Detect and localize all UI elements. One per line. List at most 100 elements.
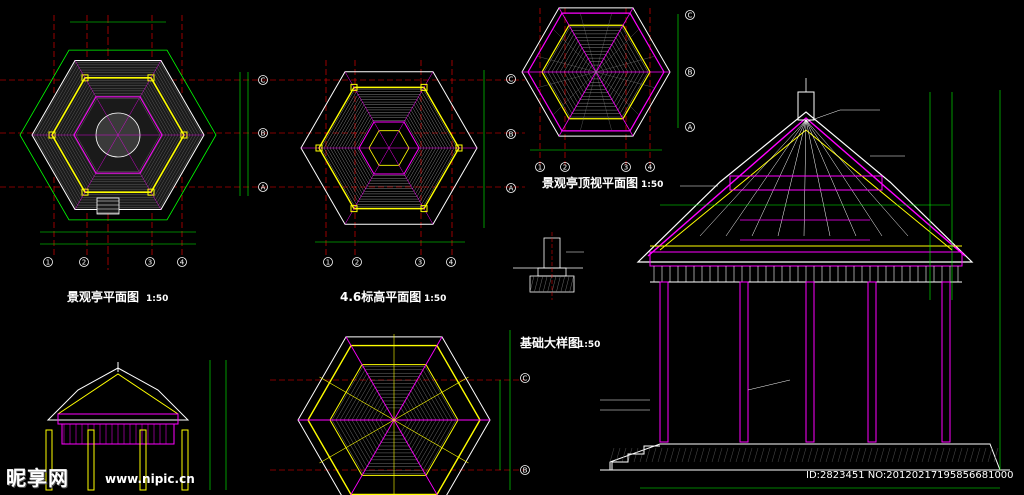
elevation-roof-rib bbox=[777, 119, 807, 237]
plan-axis-number bbox=[177, 257, 187, 267]
foundation-hatch bbox=[556, 275, 561, 293]
elevation-base-hatch bbox=[753, 447, 759, 463]
elevation-base-hatch bbox=[813, 447, 819, 463]
elevation-roof-rib bbox=[805, 119, 909, 237]
plan-column bbox=[147, 188, 155, 196]
elevation-roof-rib bbox=[699, 119, 807, 237]
roof-axis-number-label: 3 bbox=[624, 164, 628, 172]
level-column bbox=[315, 144, 323, 152]
roof-axis-number bbox=[645, 162, 655, 172]
plan-radial-line bbox=[74, 60, 119, 136]
elevation-base-hatch bbox=[939, 447, 945, 463]
elevation-base-hatch bbox=[993, 447, 999, 463]
plan-scale: 1:50 bbox=[146, 294, 168, 304]
roof-rafter bbox=[595, 71, 639, 115]
roof-rafter bbox=[580, 71, 597, 130]
level-axis-letter-label: A bbox=[509, 185, 514, 193]
elevation-base-hatch bbox=[687, 447, 693, 463]
plan-axis-letter-label: B bbox=[261, 130, 266, 138]
elevation-base-hatch bbox=[693, 447, 699, 463]
framing-common-rafter bbox=[393, 419, 469, 464]
roof-rafter bbox=[553, 29, 597, 73]
framing-axis-letter bbox=[520, 373, 530, 383]
elevation-column bbox=[867, 281, 877, 443]
elevation-base-hatch bbox=[609, 447, 615, 463]
elevation-base-hatch bbox=[621, 447, 627, 463]
roof-ridge-line bbox=[595, 71, 634, 137]
elevation-roof-rib bbox=[805, 119, 831, 237]
roof-axis-number-label: 2 bbox=[563, 164, 567, 172]
watermark-brand: 昵享网 bbox=[6, 466, 69, 490]
level-axis-number bbox=[323, 257, 333, 267]
elevation-base-hatch bbox=[897, 447, 903, 463]
elevation-base-hatch bbox=[747, 447, 753, 463]
level-axis-letter bbox=[506, 74, 516, 84]
roof-plan-scale: 1:50 bbox=[641, 180, 663, 190]
plan-axis-number bbox=[79, 257, 89, 267]
elevation-base-hatch bbox=[951, 447, 957, 463]
roof-axis-letter-label: A bbox=[688, 124, 693, 132]
roof-framing-plan-drawing: CB bbox=[297, 330, 530, 495]
level-axis-letter-label: B bbox=[509, 131, 514, 139]
elevation-base-hatch bbox=[975, 447, 981, 463]
elevation-base-hatch bbox=[915, 447, 921, 463]
level-column bbox=[350, 205, 358, 213]
elevation-base-hatch bbox=[669, 447, 675, 463]
roof-axis-number bbox=[621, 162, 631, 172]
elevation-base-hatch bbox=[891, 447, 897, 463]
roof-axis-letter-label: B bbox=[688, 69, 693, 77]
small-elevation-roof bbox=[46, 367, 190, 421]
roof-axis-letter bbox=[685, 122, 695, 132]
foundation-scale: 1:50 bbox=[578, 340, 600, 350]
roof-rafter bbox=[595, 71, 612, 130]
elevation-base-hatch bbox=[657, 447, 663, 463]
plan-axis-number-label: 1 bbox=[46, 259, 50, 267]
elevation-roof-rafter bbox=[647, 117, 966, 257]
roof-axis-letter-label: C bbox=[688, 12, 693, 20]
roof-rafter bbox=[595, 56, 654, 73]
plan-axis-letter bbox=[258, 128, 268, 138]
framing-hip-rafter bbox=[393, 336, 443, 421]
elevation-base-hatch bbox=[843, 447, 849, 463]
elevation-base-hatch bbox=[807, 447, 813, 463]
watermark-url: www.nipic.cn bbox=[105, 472, 195, 486]
roof-rafter bbox=[595, 29, 639, 73]
plan-dimension-hexagon bbox=[19, 49, 217, 221]
elevation-roof-rib bbox=[725, 119, 807, 237]
foundation-hatch bbox=[529, 275, 535, 293]
level-axis-number-label: 3 bbox=[418, 259, 422, 267]
elevation-base-hatch bbox=[921, 447, 927, 463]
elevation-base-hatch bbox=[963, 447, 969, 463]
level-axis-number-label: 1 bbox=[326, 259, 330, 267]
roof-rafter bbox=[595, 14, 612, 73]
elevation-base-hatch bbox=[759, 447, 765, 463]
plan-axis-letter bbox=[258, 75, 268, 85]
elevation-base-hatch bbox=[741, 447, 747, 463]
roof-axis-letter bbox=[685, 67, 695, 77]
foundation-hatch bbox=[534, 275, 539, 293]
elevation-base-hatch bbox=[639, 447, 645, 463]
roof-rafter bbox=[538, 56, 597, 73]
pavilion-elevation-drawing bbox=[600, 78, 1010, 489]
foundation-hatch bbox=[569, 275, 574, 293]
small-elevation-column bbox=[139, 429, 147, 491]
roof-ridge-line bbox=[558, 71, 597, 137]
plan-column bbox=[81, 188, 89, 196]
elevation-base-hatch bbox=[789, 447, 795, 463]
plan-radial-line bbox=[117, 60, 162, 136]
elevation-base-platform bbox=[609, 443, 1001, 471]
small-elevation-rafter bbox=[57, 373, 179, 415]
image-id-text: ID:2823451 NO:20120217195856681000 bbox=[806, 470, 1014, 481]
plan-axis-letter bbox=[258, 182, 268, 192]
framing-axis-letter-label: B bbox=[523, 467, 528, 475]
roof-axis-number-label: 4 bbox=[648, 164, 653, 172]
foundation-hatch bbox=[547, 275, 552, 293]
elevation-base-hatch bbox=[981, 447, 987, 463]
level-column bbox=[420, 205, 428, 213]
plan-axis-number-label: 3 bbox=[148, 259, 152, 267]
framing-hip-rafter bbox=[350, 419, 395, 495]
elevation-base-hatch bbox=[987, 447, 993, 463]
elevation-leader bbox=[805, 109, 841, 123]
elevation-base-hatch bbox=[933, 447, 939, 463]
